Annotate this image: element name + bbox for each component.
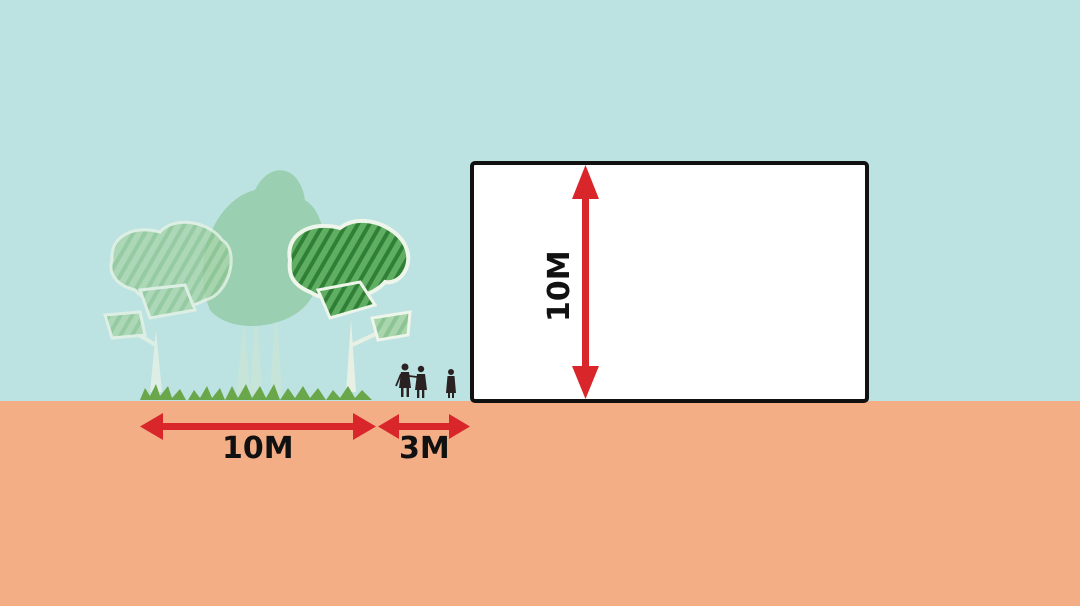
ground	[0, 401, 1080, 606]
building-height-label: 10M	[542, 250, 577, 322]
building-height-arrow	[572, 165, 599, 399]
gap-arrow	[378, 414, 470, 439]
building	[470, 161, 869, 403]
tree-width-label: 10M	[222, 431, 294, 466]
people-icon	[395, 363, 456, 398]
gap-label: 3M	[399, 431, 450, 466]
tree-width-arrow	[140, 413, 376, 440]
trees-illustration	[103, 170, 412, 400]
